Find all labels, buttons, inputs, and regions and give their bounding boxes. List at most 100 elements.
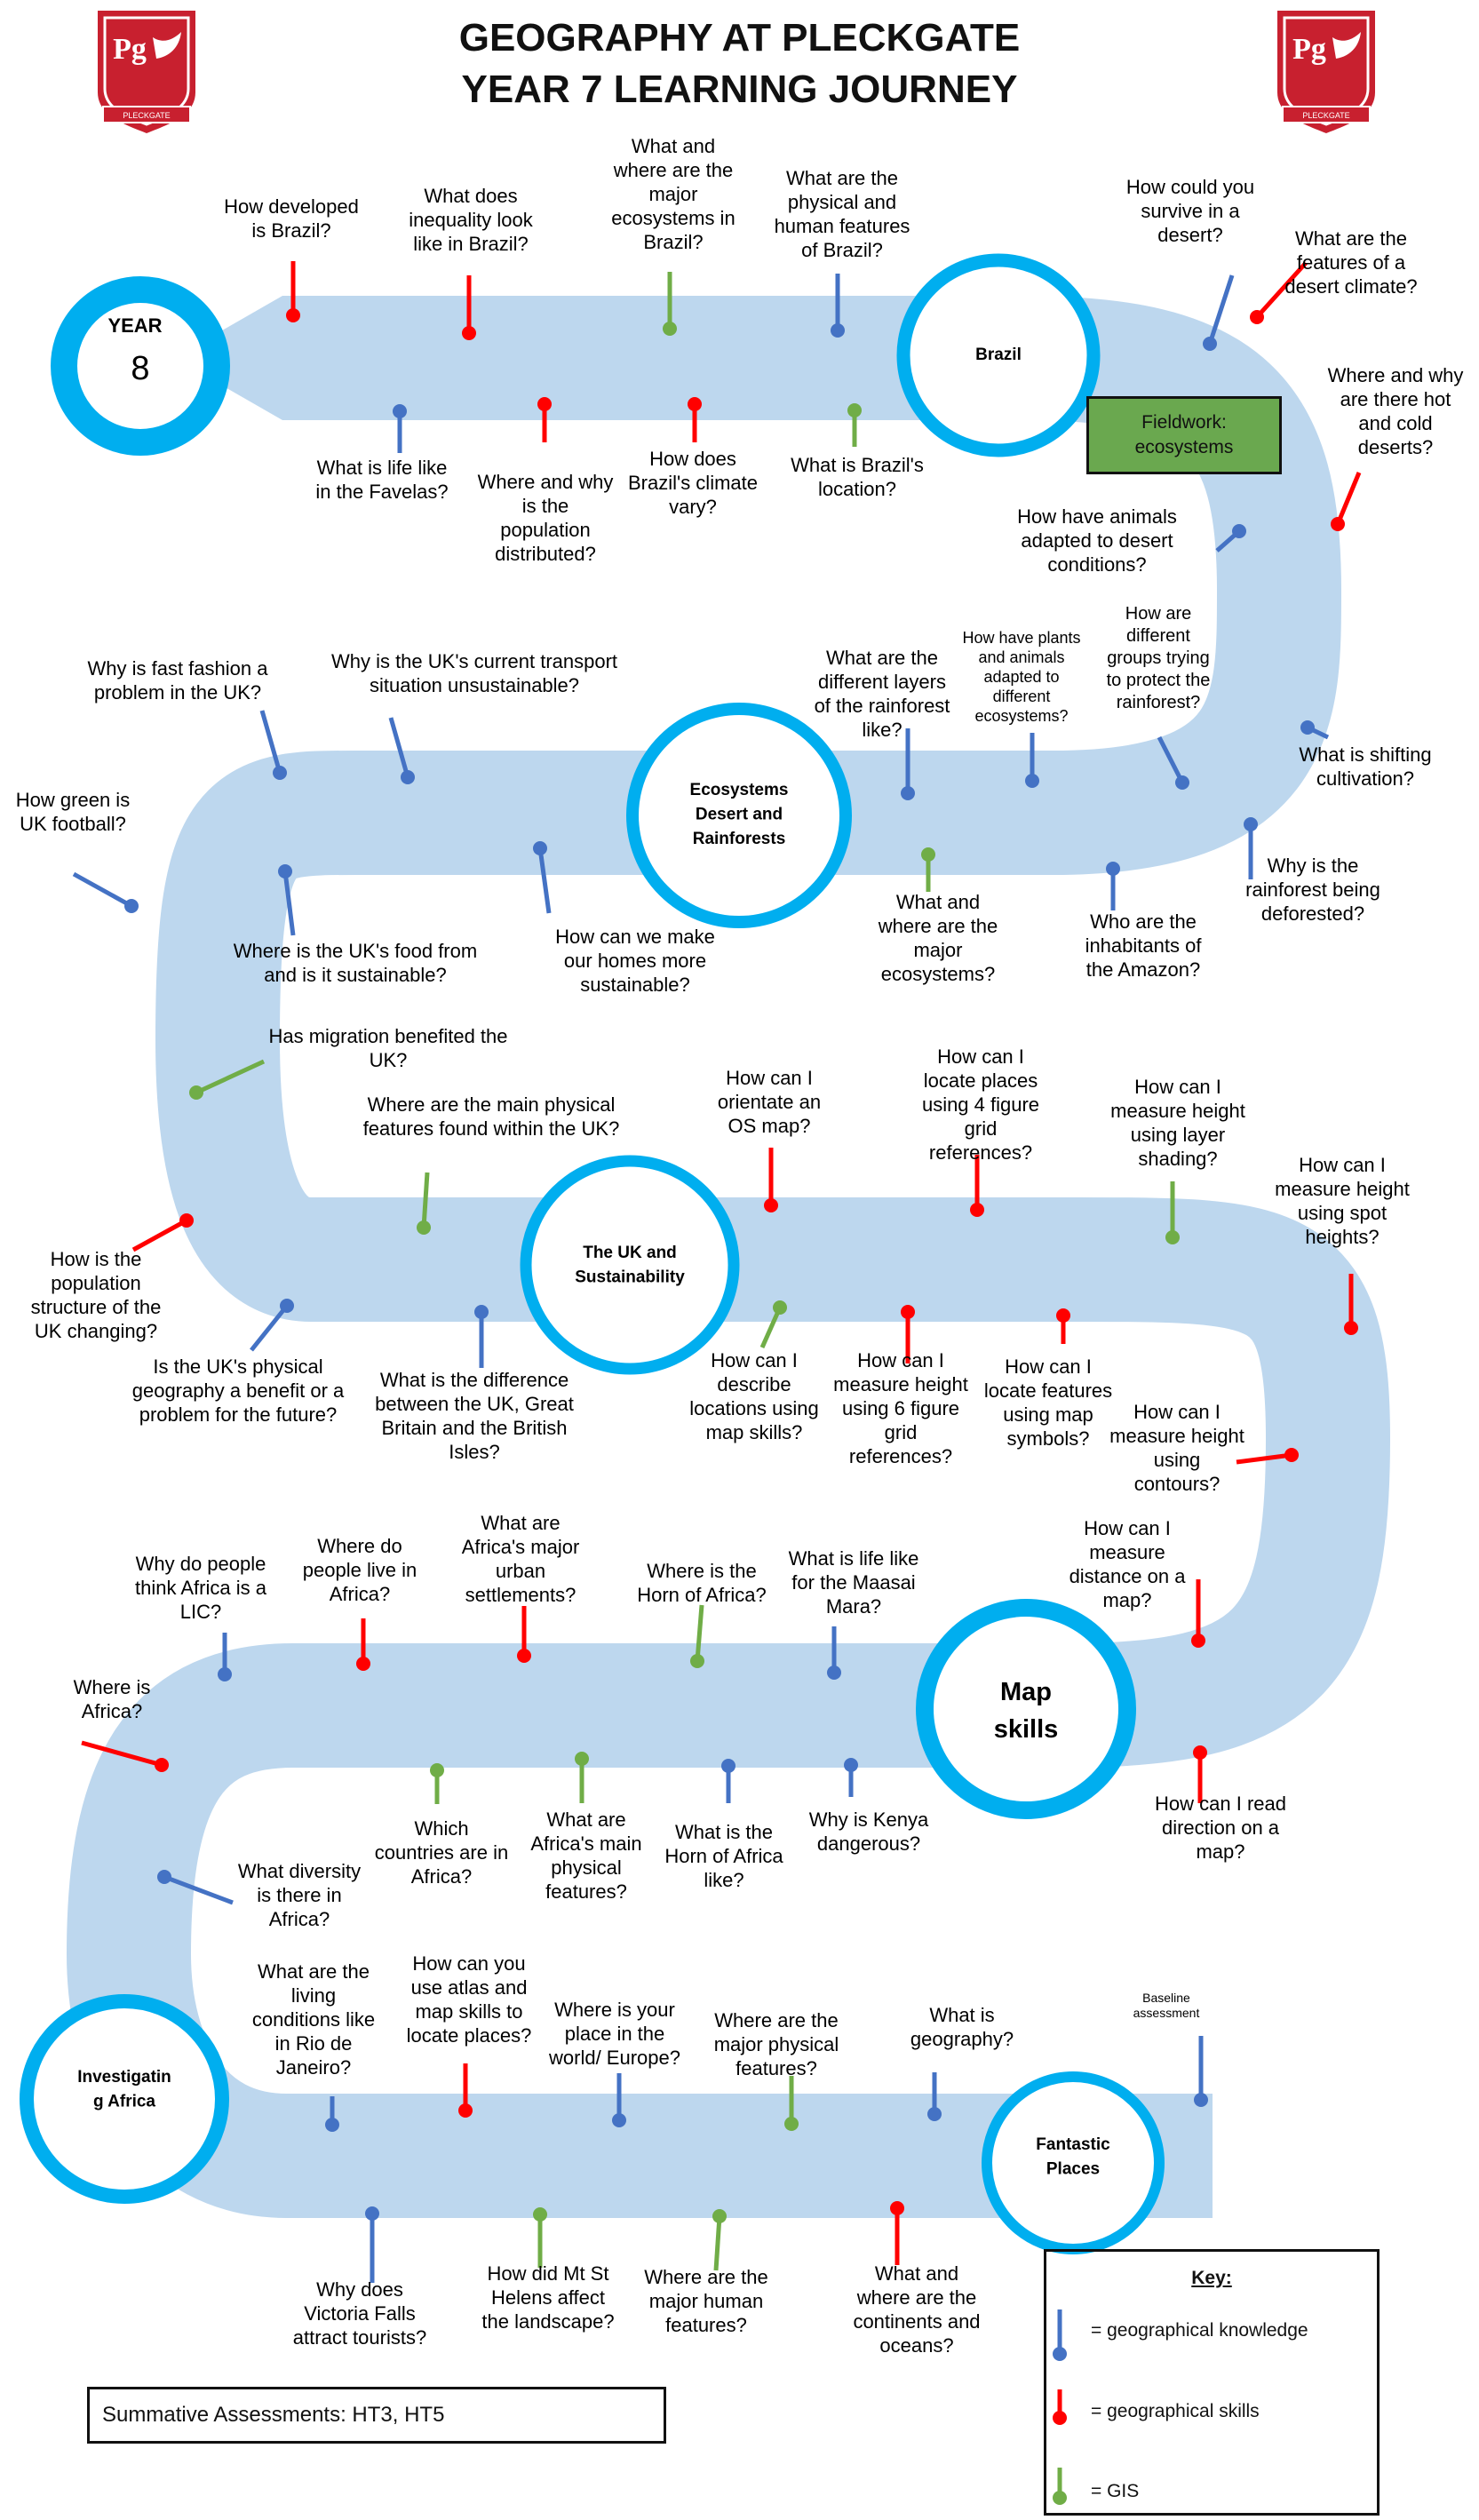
key-knowledge-pin-dot xyxy=(1053,2347,1067,2361)
question-pin-dot xyxy=(575,1752,589,1766)
key-gis-label: = GIS xyxy=(1091,2481,1140,2501)
question-pin-dot xyxy=(286,308,300,322)
question-pin-dot xyxy=(273,766,287,780)
question-pin-dot xyxy=(901,1305,915,1319)
question-pin-dot xyxy=(1056,1308,1070,1323)
question-pin-dot xyxy=(712,2209,727,2223)
svg-text:Pg: Pg xyxy=(113,33,147,66)
year8-ring xyxy=(51,276,230,456)
question-pin-line xyxy=(1335,472,1362,525)
summative-assessments-label: Summative Assessments: HT3, HT5 xyxy=(102,2403,445,2427)
question-pin-dot xyxy=(1025,774,1039,788)
question-pin-dot xyxy=(533,2207,547,2222)
question-pin-line xyxy=(259,710,282,774)
brazil-station-label: Brazil xyxy=(975,346,1022,364)
question-pin-dot xyxy=(218,1667,232,1681)
question-pin-dot xyxy=(430,1763,444,1777)
question-pin-line xyxy=(537,847,552,914)
question-pin-dot xyxy=(1300,720,1315,735)
question-pin-line xyxy=(759,1306,783,1349)
question-pin-dot xyxy=(278,864,292,878)
question-pin-line xyxy=(695,1604,704,1662)
question-pin-line xyxy=(388,717,410,778)
question-pin-line xyxy=(72,871,133,909)
question-pin-dot xyxy=(663,322,677,336)
question-pin-dot xyxy=(1344,1321,1358,1335)
question-pin-dot xyxy=(721,1759,736,1773)
question-pin-line xyxy=(1157,735,1185,784)
question-pin-line xyxy=(421,1172,430,1228)
key-skills-pin-dot xyxy=(1053,2411,1067,2425)
uk-station-ring xyxy=(520,1155,740,1375)
question-pin-dot xyxy=(325,2118,339,2132)
question-pin-dot xyxy=(417,1220,431,1235)
journey-road xyxy=(67,296,1390,2218)
question-pin-dot xyxy=(155,1758,169,1772)
question-pin-dot xyxy=(517,1649,531,1663)
question-pin-dot xyxy=(764,1198,778,1212)
question-pin-dot xyxy=(901,786,915,800)
question-pin-dot xyxy=(970,1203,984,1217)
question-pin-dot xyxy=(537,397,552,411)
question-pin-dot xyxy=(356,1657,370,1671)
question-pin-dot xyxy=(784,2117,799,2131)
question-pin-dot xyxy=(1165,1230,1180,1244)
question-pin-dot xyxy=(927,2107,942,2121)
school-crest-right: Pg PLECKGATE xyxy=(1277,11,1375,133)
year8-number: 8 xyxy=(131,350,149,387)
school-crest-left: Pg PLECKGATE xyxy=(98,11,195,133)
question-pin-line xyxy=(163,1874,234,1905)
question-pin-dot xyxy=(393,404,407,418)
question-pin-dot xyxy=(189,1085,203,1100)
question-pin-line xyxy=(250,1304,289,1352)
question-pin-dot xyxy=(890,2201,904,2215)
question-pin-dot xyxy=(1203,337,1217,351)
map-skills-station-ring xyxy=(916,1599,1136,1819)
question-pin-dot xyxy=(1106,862,1120,876)
question-pin-dot xyxy=(458,2103,473,2118)
question-pin-line xyxy=(1236,1452,1292,1465)
page-title-line1: GEOGRAPHY AT PLECKGATE xyxy=(458,16,1021,60)
key-knowledge-label: = geographical knowledge xyxy=(1091,2320,1308,2341)
svg-text:Pg: Pg xyxy=(1292,33,1326,66)
